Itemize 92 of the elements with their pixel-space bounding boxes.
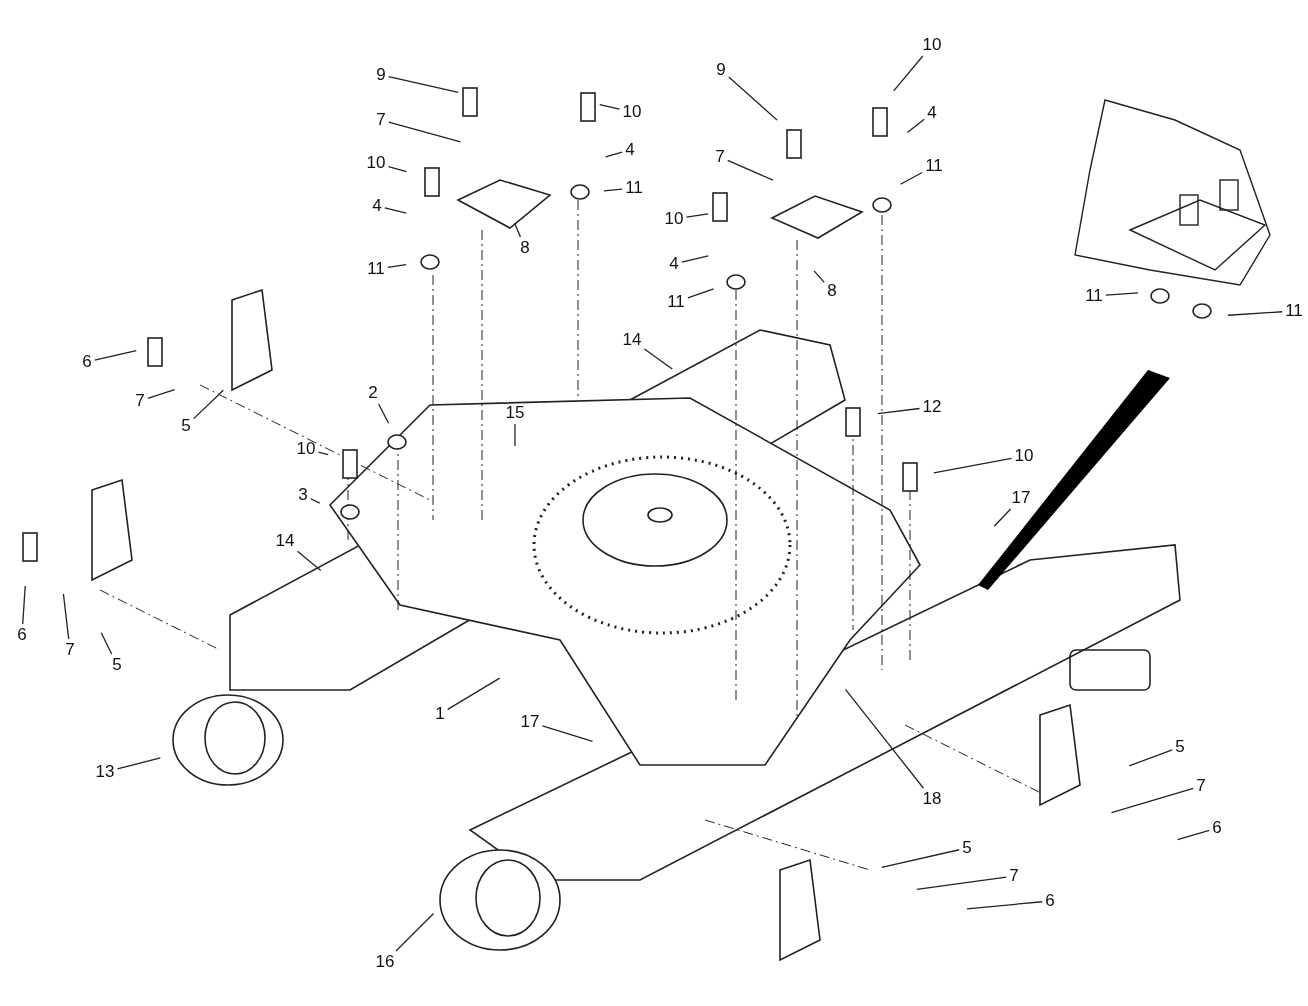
leader-line xyxy=(906,118,925,134)
leader-line xyxy=(388,121,462,143)
callout-number: 15 xyxy=(504,404,526,422)
leader-line xyxy=(94,350,137,361)
callout-number: 7 xyxy=(1008,867,1020,885)
callout-number: 16 xyxy=(374,953,396,971)
leader-line xyxy=(22,585,26,625)
callout-number: 6 xyxy=(1044,892,1056,910)
leader-line xyxy=(388,76,459,94)
callout-number: 12 xyxy=(921,398,943,416)
callout-number: 6 xyxy=(1211,819,1223,837)
leader-line xyxy=(643,348,673,370)
callout-number: 8 xyxy=(519,239,531,257)
callout-number: 17 xyxy=(1010,489,1032,507)
callout-number: 18 xyxy=(921,790,943,808)
leader-line xyxy=(1128,749,1173,767)
leader-line xyxy=(387,264,407,268)
callout-number: 4 xyxy=(926,104,938,122)
leader-line xyxy=(193,389,224,420)
leader-line xyxy=(513,222,522,238)
leader-line xyxy=(933,457,1013,474)
callout-number: 4 xyxy=(624,141,636,159)
callout-number: 5 xyxy=(961,839,973,857)
callout-number: 13 xyxy=(94,763,116,781)
leader-line xyxy=(395,912,435,952)
callout-number: 11 xyxy=(366,260,386,278)
callout-number: 5 xyxy=(1174,738,1186,756)
leader-line xyxy=(387,165,408,173)
callout-number: 10 xyxy=(663,210,685,228)
callout-number: 10 xyxy=(1013,447,1035,465)
callout-number: 10 xyxy=(921,36,943,54)
leader-line xyxy=(317,451,329,456)
callout-number: 1 xyxy=(434,705,446,723)
leader-line xyxy=(993,508,1012,527)
leader-line xyxy=(378,403,390,424)
callout-number: 7 xyxy=(64,641,76,659)
leader-line xyxy=(116,757,161,770)
leader-line xyxy=(681,255,709,263)
leader-line xyxy=(310,498,321,504)
leader-line xyxy=(603,188,623,192)
callout-number: 5 xyxy=(111,656,123,674)
callout-number: 14 xyxy=(274,532,296,550)
leader-line xyxy=(844,688,924,789)
callout-number: 2 xyxy=(367,384,379,402)
callout-number: 6 xyxy=(81,353,93,371)
callout-number: 11 xyxy=(624,179,644,197)
callout-number: 4 xyxy=(668,255,680,273)
leader-line xyxy=(899,171,923,185)
leader-line xyxy=(813,270,825,283)
leader-line xyxy=(1110,787,1194,814)
callout-number: 10 xyxy=(621,103,643,121)
leader-line xyxy=(384,207,407,214)
leader-line xyxy=(893,55,924,92)
callout-number: 5 xyxy=(180,417,192,435)
leader-line xyxy=(966,901,1043,910)
callout-number: 8 xyxy=(826,282,838,300)
leader-line xyxy=(685,213,709,218)
leader-line xyxy=(877,407,921,415)
leader-line xyxy=(916,876,1007,890)
leader-line xyxy=(604,151,623,158)
callout-number: 9 xyxy=(375,66,387,84)
callout-number: 11 xyxy=(1084,287,1104,305)
callout-number: 7 xyxy=(1195,777,1207,795)
leader-line xyxy=(1227,311,1283,316)
leader-line xyxy=(881,849,960,868)
callout-number: 11 xyxy=(1284,302,1304,320)
callout-number: 10 xyxy=(365,154,387,172)
callout-number: 11 xyxy=(924,157,944,175)
leader-line xyxy=(62,593,70,640)
callout-number: 3 xyxy=(297,486,309,504)
callout-number: 11 xyxy=(666,293,686,311)
callout-number: 9 xyxy=(715,61,727,79)
leader-line xyxy=(147,389,176,400)
leader-line xyxy=(514,423,516,447)
leader-line xyxy=(727,159,774,181)
leader-line xyxy=(447,677,501,710)
leader-line xyxy=(687,288,715,299)
callout-number: 6 xyxy=(16,626,28,644)
leader-line xyxy=(541,725,594,743)
callout-number: 7 xyxy=(714,148,726,166)
leader-line xyxy=(100,632,113,655)
leader-line xyxy=(599,104,621,110)
leader-line xyxy=(296,550,322,572)
callout-number: 7 xyxy=(134,392,146,410)
callout-number: 7 xyxy=(375,111,387,129)
leader-line xyxy=(728,76,778,121)
callout-number: 4 xyxy=(371,197,383,215)
callout-number: 10 xyxy=(295,440,317,458)
leader-line xyxy=(1105,292,1139,296)
callout-number: 17 xyxy=(519,713,541,731)
callout-number: 14 xyxy=(621,331,643,349)
leader-line xyxy=(1176,829,1210,841)
